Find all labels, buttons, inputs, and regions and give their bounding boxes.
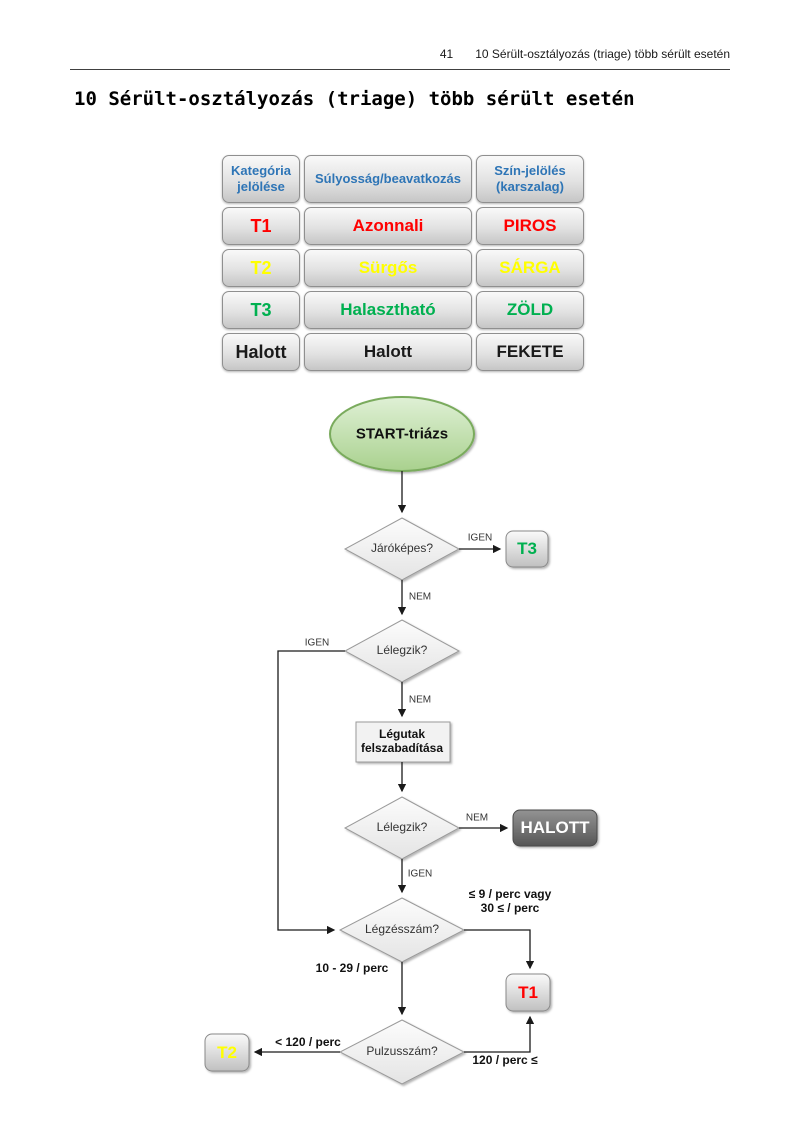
table-header-category: Kategória jelölése [222,155,300,203]
terminal-t3-shape [505,530,549,568]
decision-walkable-label: Járóképes? [370,541,434,556]
connector-pulse-rate-to-t1 [464,1015,535,1053]
terminal-t2-shape [204,1033,250,1072]
table-cell-category-dead: Halott [222,333,300,371]
decision-pulse-rate-label: Pulzusszám? [366,1044,438,1059]
edge-label-walkable-yes: IGEN [467,532,493,544]
start-node-label: START-triázs [355,425,449,443]
edge-label-resp-abnormal-line2: 30 ≤ / perc [480,901,540,915]
table-header-severity: Súlyosság/beavatkozás [304,155,472,203]
table-cell-band-t2: SÁRGA [476,249,584,287]
edge-label-resp-abnormal-line1: ≤ 9 / perc vagy [468,887,552,902]
connector-breathing1-to-resp-rate [277,650,345,935]
connector-resp-rate-to-t1 [464,929,535,970]
edge-label-resp-abnormal: ≤ 9 / perc vagy 30 ≤ / perc [468,887,552,916]
header-rule [70,69,730,70]
process-airway-shape [355,721,451,763]
terminal-t1-shape [505,973,551,1012]
edge-label-walkable-no: NEM [408,591,432,603]
page-number: 41 [439,47,454,61]
page-title: 10 Sérült-osztályozás (triage) több sérü… [74,88,635,110]
edge-label-pulse-low: < 120 / perc [275,1035,341,1050]
table-cell-category-t1: T1 [222,207,300,245]
table-cell-category-t2: T2 [222,249,300,287]
triage-table: Kategória jelölése Súlyosság/beavatkozás… [222,155,584,371]
edge-label-resp-normal: 10 - 29 / perc [315,961,389,976]
page-header: 41 10 Sérült-osztályozás (triage) több s… [440,47,730,61]
table-cell-severity-t2: Sürgős [304,249,472,287]
edge-label-breathing1-yes: IGEN [304,637,330,649]
header-section-title: 10 Sérült-osztályozás (triage) több sérü… [475,47,730,61]
process-airway-label: Légutak felszabadítása [360,727,444,755]
decision-resp-rate-label: Légzésszám? [364,922,440,937]
edge-label-pulse-high: 120 / perc ≤ [472,1053,538,1068]
terminal-halott-label: HALOTT [520,818,590,838]
table-cell-band-dead: FEKETE [476,333,584,371]
terminal-t3-label: T3 [517,539,537,559]
terminal-halott-shape [512,809,598,847]
table-cell-band-t3: ZÖLD [476,291,584,329]
decision-breathing2-label: Lélegzik? [376,820,428,835]
decision-pulse-rate-shape [338,1019,466,1085]
table-cell-category-t3: T3 [222,291,300,329]
table-cell-severity-t1: Azonnali [304,207,472,245]
edge-label-breathing1-no: NEM [408,694,432,706]
table-cell-severity-dead: Halott [304,333,472,371]
table-header-band: Szín-jelölés (karszalag) [476,155,584,203]
table-cell-band-t1: PIROS [476,207,584,245]
decision-breathing1-label: Lélegzik? [376,643,428,658]
edge-label-breathing2-yes: IGEN [407,868,433,880]
terminal-t2-label: T2 [217,1043,237,1063]
edge-label-breathing2-no: NEM [465,812,489,824]
table-cell-severity-t3: Halasztható [304,291,472,329]
terminal-t1-label: T1 [518,983,538,1003]
